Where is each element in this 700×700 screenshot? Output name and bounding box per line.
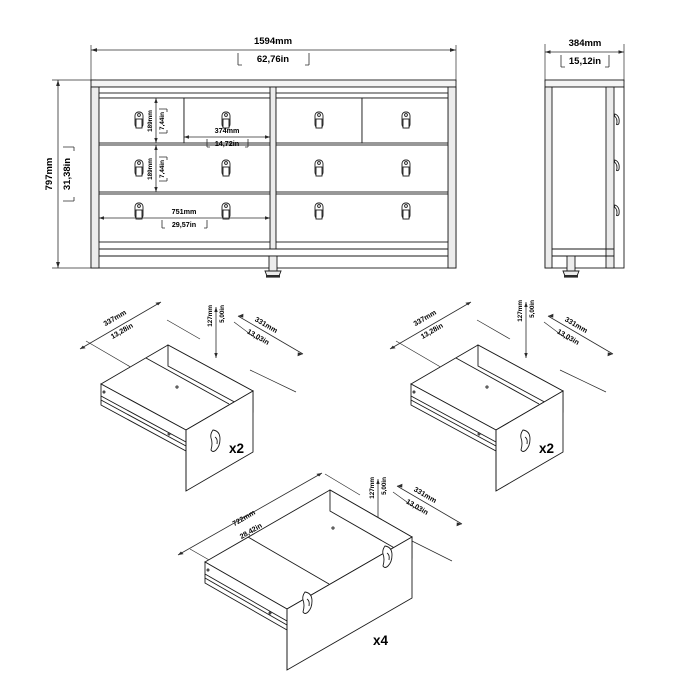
- detail-a-quantity: x2: [229, 441, 244, 456]
- drawer-front: [98, 144, 271, 193]
- handle-icon: [134, 202, 144, 220]
- front-height-in: 31,38in: [62, 158, 73, 190]
- detail-wide-drawer: 722mm 28,42in 331mm 13,03in 127mm 5,00in: [177, 472, 463, 671]
- drawer-front: [275, 144, 449, 193]
- handle-icon: [221, 159, 231, 177]
- small-drawer-width-mm: 374mm: [215, 126, 240, 135]
- front-right-drawer-bank: [275, 92, 449, 243]
- side-depth-in: 15,12in: [569, 56, 601, 67]
- handle-icon: [613, 113, 620, 126]
- handle-icon: [613, 159, 620, 172]
- handle-icon: [314, 202, 324, 220]
- detail-b-height-mm: 127mm: [517, 300, 524, 322]
- side-handles-group: [613, 113, 620, 217]
- handle-icon: [314, 111, 324, 129]
- front-mid-drawer-height-dimension: 189mm 7,44in: [147, 145, 168, 192]
- handle-icon: [221, 111, 231, 129]
- detail-a-height-mm: 127mm: [207, 305, 214, 327]
- front-handles-group: [134, 111, 411, 220]
- mid-drawer-height-in: 7,44in: [159, 160, 166, 178]
- detail-c-drawer-body: x4: [204, 489, 413, 671]
- handle-icon: [302, 591, 313, 614]
- detail-small-drawer-a: 337mm 13,28in 331mm 13,03in 127mm 5,00in: [79, 301, 304, 492]
- handle-icon: [134, 159, 144, 177]
- detail-b-height-in: 5,00in: [529, 300, 536, 318]
- front-elevation: 1594mm 62,76in 797mm 31,38in: [44, 36, 457, 278]
- handle-icon: [210, 429, 221, 452]
- top-drawer-height-mm: 189mm: [147, 110, 154, 132]
- detail-c-height-in: 5,00in: [381, 477, 388, 495]
- side-depth-mm: 384mm: [569, 38, 602, 49]
- detail-c-height-mm: 127mm: [369, 477, 376, 499]
- front-width-in: 62,76in: [257, 54, 289, 65]
- small-drawer-width-in: 14,72in: [215, 139, 239, 148]
- detail-c-quantity: x4: [373, 633, 389, 648]
- front-width-mm: 1594mm: [254, 36, 292, 47]
- detail-a-drawer-body: x2: [100, 344, 254, 492]
- front-top-drawer-height-dimension: 189mm 7,44in: [147, 98, 168, 143]
- handle-icon: [382, 545, 393, 568]
- top-drawer-height-in: 7,44in: [159, 112, 166, 130]
- wide-drawer-width-mm: 751mm: [172, 207, 197, 216]
- handle-icon: [613, 204, 620, 217]
- front-small-drawer-width-dimension: 374mm 14,72in: [184, 126, 270, 148]
- handle-icon: [520, 429, 531, 452]
- detail-a-height-in: 5,00in: [219, 305, 226, 323]
- front-height-dimension: 797mm 31,38in: [44, 79, 96, 269]
- handle-icon: [221, 202, 231, 220]
- detail-small-drawer-b: 337mm 13,28in 331mm 13,03in 127mm 5,00in: [389, 300, 614, 492]
- detail-b-quantity: x2: [539, 441, 554, 456]
- drawer-front: [275, 193, 449, 243]
- mid-drawer-height-mm: 189mm: [147, 158, 154, 180]
- handle-icon: [134, 111, 144, 129]
- side-elevation: 384mm 15,12in: [544, 38, 625, 278]
- side-centre-leg: [562, 255, 580, 278]
- handle-icon: [401, 159, 411, 177]
- front-height-mm: 797mm: [44, 158, 55, 191]
- front-width-dimension: 1594mm 62,76in: [90, 36, 457, 82]
- handle-icon: [401, 111, 411, 129]
- side-depth-dimension: 384mm 15,12in: [544, 38, 625, 82]
- detail-b-drawer-body: x2: [410, 344, 564, 492]
- front-wide-drawer-width-dimension: 751mm 29,57in: [99, 207, 270, 229]
- handle-icon: [314, 159, 324, 177]
- handle-icon: [401, 202, 411, 220]
- front-centre-leg: [264, 255, 282, 278]
- wide-drawer-width-in: 29,57in: [172, 220, 196, 229]
